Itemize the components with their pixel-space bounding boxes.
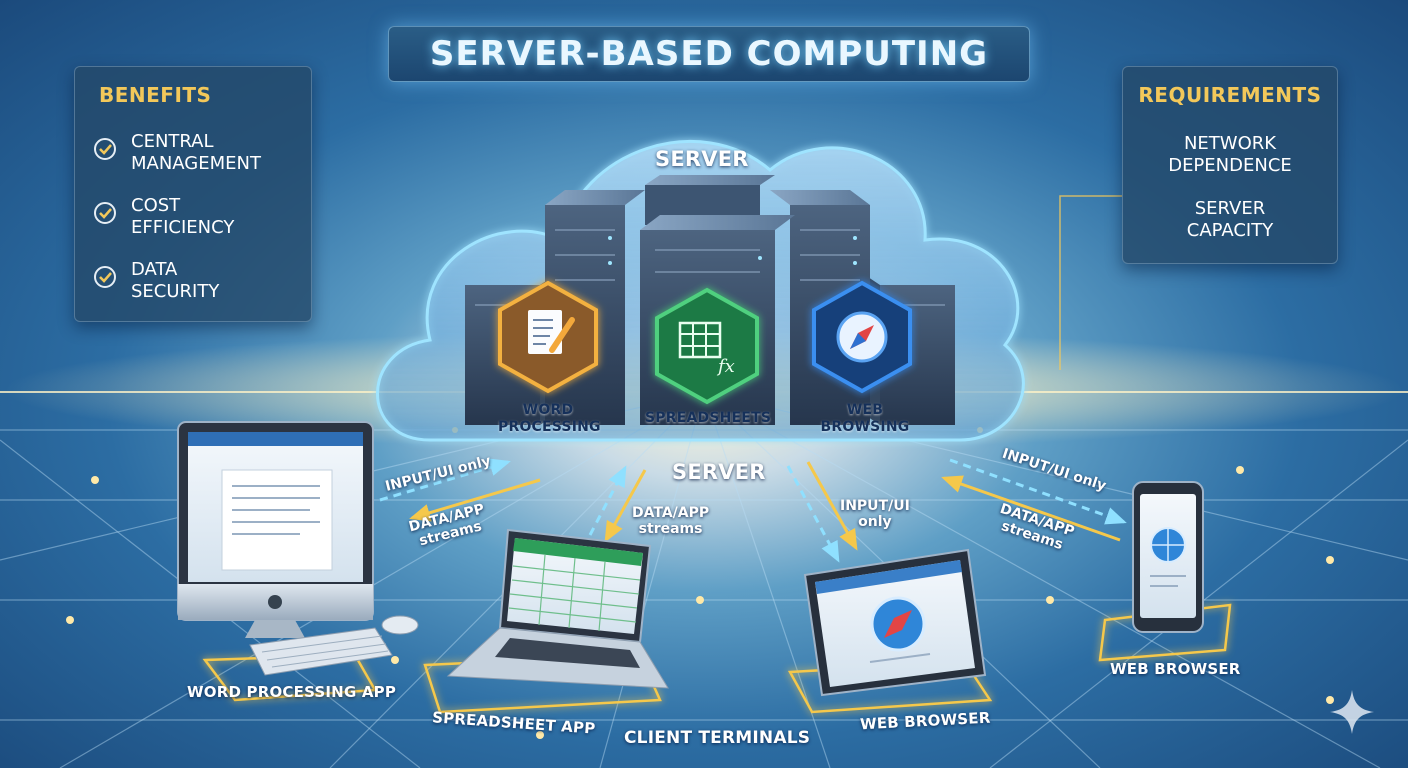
app-label-web-line1: WEB [846, 402, 884, 418]
requirement-item-2: SERVER CAPACITY [1123, 198, 1337, 242]
network-nodes [66, 427, 1334, 739]
app-label-web-browsing: WEB BROWSING [820, 402, 910, 436]
check-circle-icon [94, 138, 116, 160]
benefit-item-1-line1: CENTRAL [131, 131, 214, 152]
word-processing-icon [498, 280, 598, 394]
app-label-word-line2: PROCESSING [498, 419, 601, 435]
requirement-item-1: NETWORK DEPENDENCE [1123, 133, 1337, 177]
svg-text:fx: fx [716, 356, 735, 377]
laptop-computer [423, 528, 669, 714]
flow-label-mid-input-line2: only [858, 514, 892, 530]
check-circle-icon [94, 202, 116, 224]
tablet-device [787, 548, 993, 714]
smartphone-device [1098, 481, 1232, 662]
flow-label-mid-data: DATA/APP streams [632, 505, 709, 537]
requirements-heading: REQUIREMENTS [1138, 83, 1322, 107]
requirements-connector [1059, 195, 1122, 370]
flow-label-mid-input-line1: INPUT/UI [840, 498, 910, 514]
server-label-top: SERVER [655, 147, 749, 171]
benefit-item-3-line1: DATA [131, 259, 178, 280]
check-circle-icon [94, 266, 116, 288]
app-label-web-line2: BROWSING [820, 419, 910, 435]
requirement-item-2-line2: CAPACITY [1186, 220, 1274, 241]
client-label-phone: WEB BROWSER [1110, 660, 1241, 678]
spreadsheet-fx-icon: fx [655, 287, 759, 405]
benefits-heading: BENEFITS [99, 83, 212, 107]
benefit-item-2-line1: COST [131, 195, 181, 216]
requirement-item-1-line1: NETWORK [1183, 133, 1277, 154]
benefit-item-3-line2: SECURITY [131, 281, 220, 302]
server-label-bottom: SERVER [672, 460, 766, 484]
desktop-computer [177, 421, 419, 702]
app-label-word-line1: WORD [522, 402, 574, 418]
flow-label-mid-data-line2: streams [638, 521, 703, 537]
title-banner: SERVER-BASED COMPUTING [388, 26, 1030, 82]
benefit-item-2-line2: EFFICIENCY [131, 217, 235, 238]
flow-label-mid-input: INPUT/UI only [840, 498, 910, 530]
app-label-word-processing: WORD PROCESSING [498, 402, 601, 436]
compass-icon [812, 280, 912, 394]
client-label-desktop: WORD PROCESSING APP [187, 683, 397, 701]
flow-arrows [379, 458, 1127, 563]
requirement-item-2-line1: SERVER [1194, 198, 1266, 219]
app-label-spreadsheets: SPREADSHEETS [645, 410, 772, 426]
client-terminals-label: CLIENT TERMINALS [624, 728, 811, 748]
sparkle-icon [1330, 690, 1374, 734]
requirement-item-1-line2: DEPENDENCE [1168, 155, 1292, 176]
benefit-item-1-line2: MANAGEMENT [131, 153, 261, 174]
requirements-panel: REQUIREMENTS NETWORK DEPENDENCE SERVER C… [1122, 66, 1338, 264]
flow-label-mid-data-line1: DATA/APP [632, 505, 710, 521]
page-title: SERVER-BASED COMPUTING [429, 34, 989, 74]
